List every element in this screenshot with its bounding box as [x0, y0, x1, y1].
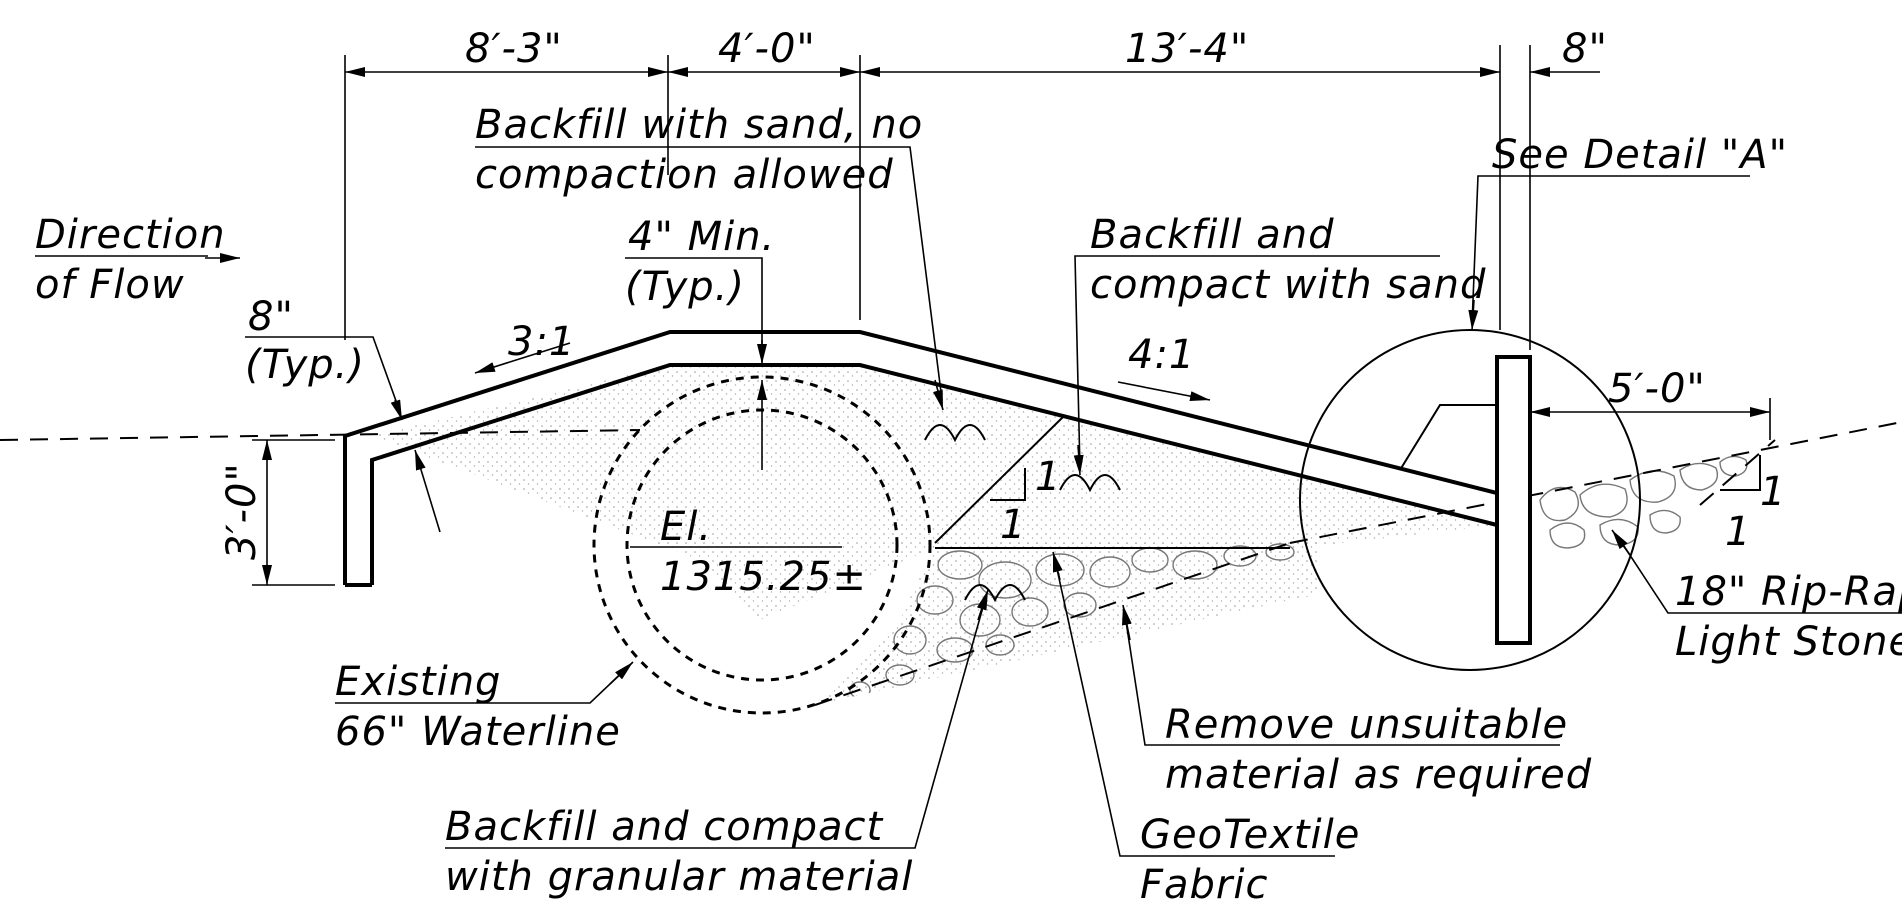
typ8-label-1: 8": [248, 294, 294, 340]
riprap-label-1: 18" Rip-Rap,: [1675, 569, 1902, 615]
dim-4-0: 4′-0": [718, 26, 816, 72]
min4-label-1: 4" Min.: [628, 214, 775, 260]
slope-rise-a: 1: [1035, 454, 1061, 500]
direction-label-2: of Flow: [35, 262, 185, 308]
elevation-label-2: 1315.25±: [660, 554, 867, 600]
top-dimension-line: [344, 45, 1600, 350]
dim-5-0: 5′-0": [1608, 366, 1706, 412]
excavation-line: [814, 542, 1291, 706]
dim-13-4: 13′-4": [1125, 26, 1249, 72]
granular-label-1: Backfill and compact: [445, 804, 884, 850]
dim-3-0: 3′-0": [219, 462, 265, 560]
detail-a-label: See Detail "A": [1492, 132, 1788, 178]
granular-label-2: with granular material: [445, 854, 913, 900]
riprap-zone: [1530, 440, 1775, 550]
existing-ground-line-right: [1289, 421, 1902, 544]
existing-ground-line: [0, 429, 641, 441]
slope-4-1: 4:1: [1128, 332, 1195, 378]
remove-label-1: Remove unsuitable: [1165, 702, 1568, 748]
detail-a-circle: [1299, 329, 1641, 671]
dim-8-in: 8": [1562, 26, 1608, 72]
riprap-label-2: Light Stone: [1675, 619, 1902, 665]
compact-sand-label-1: Backfill and: [1090, 212, 1335, 258]
slope-run-b: 1: [1725, 509, 1751, 555]
compact-sand-label-2: compact with sand: [1090, 262, 1486, 308]
concrete-slab: [343, 330, 1532, 645]
sand-backfill-zone: [372, 365, 1497, 620]
geotextile-label-1: GeoTextile: [1140, 812, 1360, 858]
remove-label-2: material as required: [1165, 752, 1592, 798]
typ8-label-2: (Typ.): [245, 342, 365, 388]
slope-3-1: 3:1: [508, 319, 575, 365]
elevation-label-1: El.: [660, 504, 712, 550]
waterline-outer: [592, 375, 932, 715]
sand-label-2: compaction allowed: [475, 152, 894, 198]
slope-run-a: 1: [1000, 502, 1026, 548]
geotextile-label-2: Fabric: [1140, 862, 1268, 908]
waterline-label-1: Existing: [335, 659, 501, 705]
slope-rise-b: 1: [1760, 469, 1786, 515]
sand-label-1: Backfill with sand, no: [475, 102, 923, 148]
min4-label-2: (Typ.): [625, 264, 745, 310]
waterline-label-2: 66" Waterline: [335, 709, 621, 755]
direction-label-1: Direction: [35, 212, 226, 258]
dim-8-3: 8′-3": [465, 26, 563, 72]
